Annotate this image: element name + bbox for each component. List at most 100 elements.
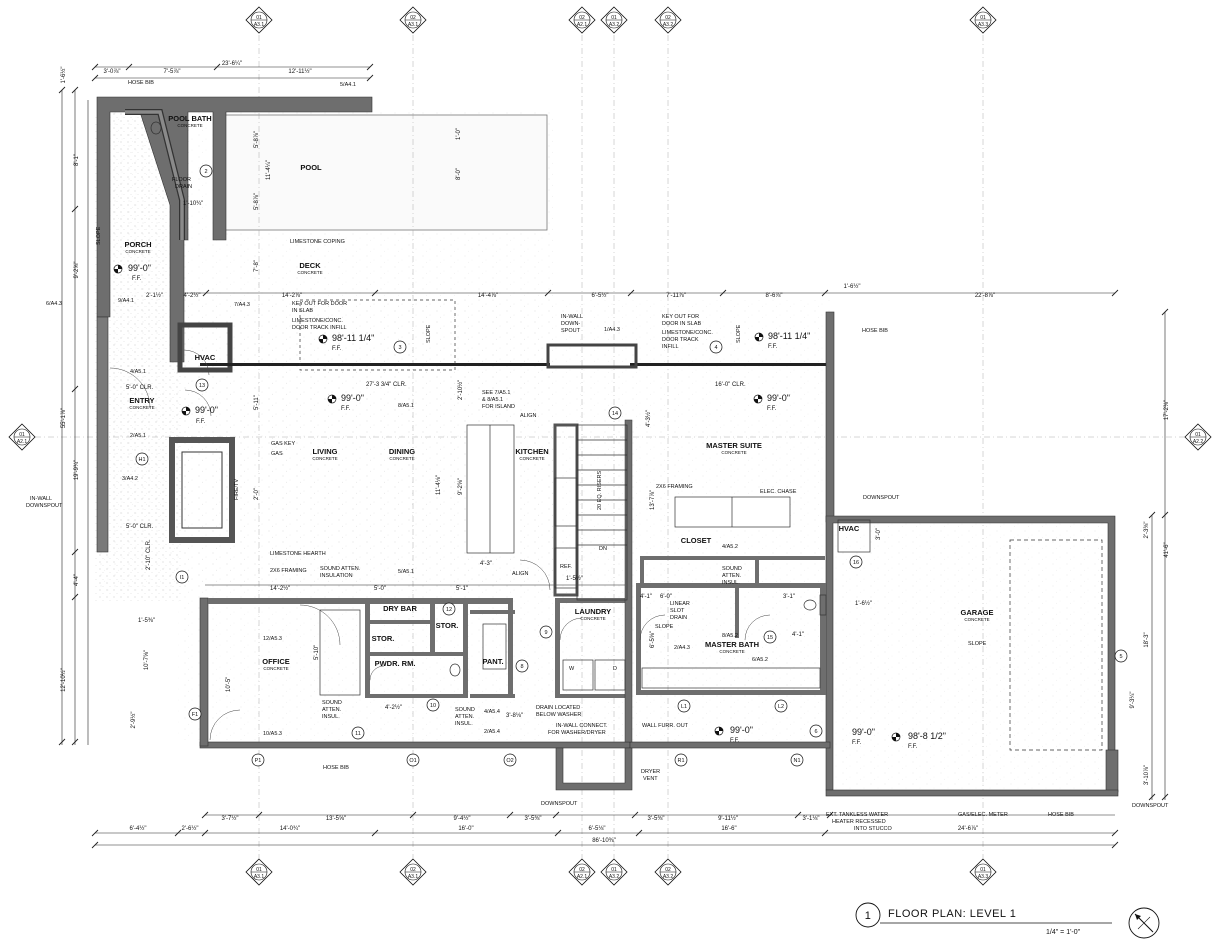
dim-left-6: 4'-4" — [74, 574, 80, 586]
note-in-wall-ds-1b: DOWN- — [561, 321, 580, 327]
dim-mid-2: 14'-2⅞" — [282, 293, 302, 299]
room-garage: GARAGE — [961, 608, 994, 617]
ref-a42: 3/A4.2 — [122, 476, 138, 482]
dim-b2-4: 16'-0" — [458, 826, 473, 832]
callout-4: 4 — [714, 345, 717, 351]
elev-master-ff: F.F. — [767, 406, 777, 412]
elev-bot-6-b: A3.3 — [978, 874, 989, 880]
note-slope-1: SLOPE — [96, 226, 102, 245]
elev-bot-3-b: A2.1 — [577, 874, 588, 880]
callout-13: 13 — [199, 383, 205, 389]
dim-top-4: 12'-11½" — [288, 68, 311, 75]
dim-overall: 86'-10⅜" — [592, 838, 616, 844]
dim-b1-1: 3'-7½" — [222, 815, 239, 822]
room-garage-mat: CONCRETE — [964, 617, 989, 622]
dim-int-2: 11'-4¼" — [266, 160, 272, 180]
dim-top-1: 3'-0⅞" — [104, 69, 121, 75]
dim-int-20: 11'-4⅛" — [436, 475, 442, 495]
dim-int-15: 1'-5⅜" — [138, 618, 155, 624]
note-hose-bib-4: HOSE BIB — [1048, 812, 1074, 818]
grid-h1: H1 — [138, 457, 145, 463]
note-sound-atten-3c: INSUL. — [322, 714, 340, 720]
dim-b1-5: 3'-5⅜" — [648, 816, 665, 822]
elev-bot-4-a: 01 — [611, 867, 617, 873]
note-key-out-2b: DOOR IN SLAB — [662, 321, 701, 327]
ref-a51-5: 5/A5.1 — [398, 569, 414, 575]
room-pwdr: PWDR. RM. — [375, 659, 416, 668]
elev-porch-ff: F.F. — [132, 276, 142, 282]
clr-entry-1: 5'-0" CLR. — [126, 385, 154, 391]
dim-mid-8: 1'-6½" — [844, 283, 861, 290]
ref-a52-8: 8/A5.2 — [722, 633, 738, 639]
dim-left-7: 12'-10½" — [60, 668, 67, 692]
walls — [96, 96, 1119, 797]
room-pool: POOL — [300, 163, 322, 172]
room-dining: DINING — [389, 447, 415, 456]
ref-a51-4: 4/A5.1 — [130, 369, 146, 375]
clr-master: 16'-0" CLR. — [715, 382, 746, 388]
note-d: D — [613, 666, 617, 672]
dimension-text: 3'-0⅞" 7'-5⅞" 23'-6¼" 12'-11½" 1'-6½" 4'… — [60, 61, 995, 844]
callout-numbers: 2 3 4 5 6 8 9 10 11 12 13 14 15 16 — [199, 169, 1123, 737]
grid-l1: L1 — [681, 704, 687, 710]
dim-b1-6: 9'-11½" — [718, 815, 738, 822]
ref-a43-2: 2/A4.3 — [674, 645, 690, 651]
dim-int-30: 5'-1" — [456, 586, 468, 592]
note-limestone-infill-1b: DOOR TRACK INFILL — [292, 325, 347, 331]
callout-8: 8 — [520, 664, 523, 670]
dim-b2-5: 6'-5⅛" — [589, 826, 606, 832]
note-limestone-infill-2b: DOOR TRACK — [662, 337, 699, 343]
dim-left-9: 2'-9½" — [130, 712, 137, 729]
callout-10: 10 — [430, 703, 436, 709]
note-sound-atten-2b: ATTEN. — [722, 573, 742, 579]
elev-right-b: A2.2 — [1193, 439, 1204, 445]
dim-int-1: 5'-8⅞" — [254, 131, 260, 148]
dim-left-5: 19'-9¾" — [74, 460, 80, 480]
room-laundry: LAUNDRY — [575, 607, 611, 616]
note-washer-dryer-1: IN-WALL CONNECT. — [556, 723, 608, 729]
callout-3: 3 — [398, 345, 401, 351]
elev-deck-ff: F.F. — [332, 346, 342, 352]
callout-12: 12 — [446, 607, 452, 613]
room-living-mat: CONCRETE — [312, 456, 337, 461]
elev-garage-1-ff: F.F. — [852, 740, 862, 746]
dim-int-12: 5'-0" — [374, 586, 386, 592]
note-limestone-infill-2c: INFILL — [662, 344, 679, 350]
elev-top-6-a: 01 — [980, 15, 986, 21]
grid-i1: I1 — [180, 575, 185, 581]
elev-bot-1-b: A3.1 — [254, 874, 265, 880]
note-see-island-3: FOR ISLAND — [482, 404, 515, 410]
elev-bot-5-b: A3.2 — [663, 874, 674, 880]
room-porch-mat: CONCRETE — [125, 249, 150, 254]
grid-o2: O2 — [506, 758, 513, 764]
elevation-markers-bottom — [245, 858, 997, 886]
note-floor-drain-2: DRAIN — [175, 184, 192, 190]
dim-int-4: 8'-0" — [456, 168, 462, 180]
elev-top-2-b: A3.1 — [408, 22, 419, 28]
dim-b2-1: 6'-4½" — [130, 825, 147, 832]
note-washer-dryer-2: FOR WASHER/DRYER — [548, 730, 606, 736]
callout-15: 15 — [767, 635, 773, 641]
dim-mid-5: 7'-11⅞" — [666, 293, 686, 299]
elev-top-3-b: A2.1 — [577, 22, 588, 28]
elev-garage-2: 98'-8 1/2" — [908, 731, 946, 741]
note-sound-atten-1: SOUND ATTEN. — [320, 566, 361, 572]
dim-right-1: 17'-2⅜" — [1164, 400, 1170, 420]
room-master-suite: MASTER SUITE — [706, 441, 762, 450]
note-limestone-hearth: LIMESTONE HEARTH — [270, 551, 326, 557]
elev-top-5-b: A3.2 — [663, 22, 674, 28]
dim-int-32: 1'-6½" — [855, 600, 872, 607]
room-pool-bath-mat: CONCRETE — [177, 123, 202, 128]
dim-left-2: 8'-1" — [74, 154, 80, 166]
dim-int-29: 4'-3½" — [645, 410, 652, 427]
note-slope-5: SLOPE — [968, 641, 987, 647]
note-risers: 20 EQ. RISERS — [597, 471, 603, 510]
grid-tag-labels: H1 I1 F1 P1 O1 O2 R1 N1 L1 L2 — [138, 457, 800, 764]
dim-mid-6: 8'-6⅞" — [766, 293, 783, 299]
ref-a51-2: 2/A5.1 — [130, 433, 146, 439]
note-limestone-coping: LIMESTONE COPING — [290, 239, 345, 245]
note-downspout-3: DOWNSPOUT — [1132, 803, 1169, 809]
room-ref: REF. — [560, 564, 572, 570]
elev-entry: 99'-0" — [195, 405, 218, 415]
